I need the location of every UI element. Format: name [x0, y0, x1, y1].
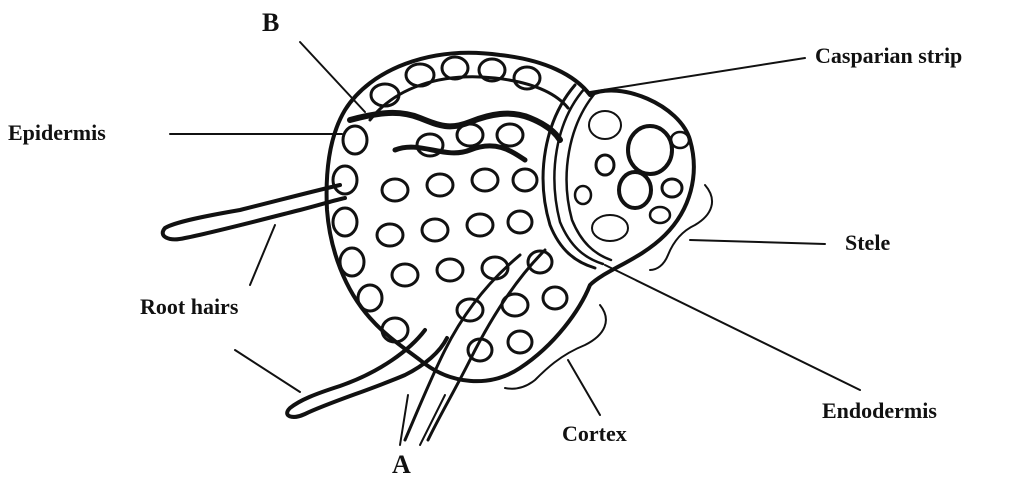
phloem-patch-1 — [589, 111, 621, 139]
stele-cell-2 — [650, 207, 670, 223]
label-a: A — [392, 452, 411, 478]
leader-a-2 — [420, 395, 445, 445]
xylem-vessel-small-1 — [596, 155, 614, 175]
stele-cell-3 — [575, 186, 591, 204]
leader-b — [300, 42, 365, 112]
pathway-a-line-2 — [428, 250, 545, 440]
casparian-band-2 — [395, 146, 525, 160]
label-stele: Stele — [845, 232, 890, 254]
phloem-patch-2 — [592, 215, 628, 241]
leader-root-hairs-lower — [235, 350, 300, 392]
pathway-a-line-1 — [405, 255, 520, 440]
xylem-vessel-large-1 — [628, 126, 672, 174]
xylem-vessel-small-2 — [662, 179, 682, 197]
leader-casparian-strip — [590, 58, 805, 92]
stele-bracket — [650, 185, 712, 270]
label-cortex: Cortex — [562, 423, 627, 445]
label-epidermis: Epidermis — [8, 122, 106, 144]
leader-stele — [690, 240, 825, 244]
label-root-hairs: Root hairs — [140, 296, 238, 318]
label-b: B — [262, 10, 279, 36]
root-hair-upper — [163, 185, 345, 239]
label-endodermis: Endodermis — [822, 400, 937, 422]
leader-endodermis — [605, 265, 860, 390]
leader-root-hairs-upper — [250, 225, 275, 285]
cortex-bracket — [505, 305, 606, 389]
root-hair-lower — [287, 330, 447, 417]
leader-cortex — [568, 360, 600, 415]
casparian-band — [350, 113, 560, 140]
stele-cell-1 — [671, 132, 689, 148]
label-casparian-strip: Casparian strip — [815, 45, 962, 67]
xylem-vessel-large-2 — [619, 172, 651, 208]
